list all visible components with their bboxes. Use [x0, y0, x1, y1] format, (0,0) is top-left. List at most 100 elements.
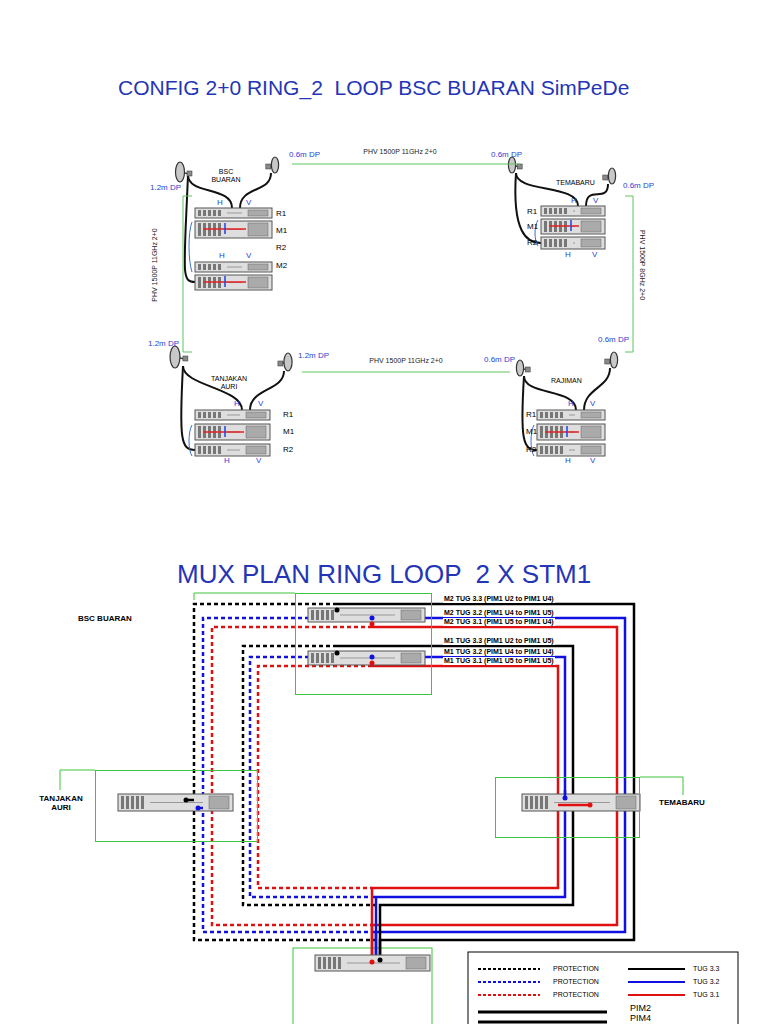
- unit-port: [311, 653, 314, 663]
- polarization: H: [234, 400, 240, 409]
- unit-port: [213, 210, 216, 216]
- dish-reflector: [176, 162, 185, 182]
- site-name: TEMABARU: [556, 179, 595, 187]
- unit-port: [555, 446, 558, 454]
- unit-body: [195, 424, 270, 440]
- protection-path: [243, 646, 380, 905]
- site-frame: BSC BUARAN: [295, 593, 432, 695]
- legend-label: TUG 3.3: [693, 965, 719, 973]
- polarization: V: [593, 197, 598, 206]
- unit-port: [544, 221, 547, 232]
- unit-slot: [554, 802, 610, 803]
- dish-reflector: [170, 346, 180, 368]
- site-name: BSC BUARAN: [78, 615, 132, 624]
- unit-slot: [569, 415, 575, 416]
- feeder-cable: [181, 366, 195, 450]
- site-name: TANJAKAN AURI: [32, 795, 90, 813]
- feeder-cable: [516, 173, 578, 206]
- tap-dot: [378, 958, 383, 963]
- protection-path: [250, 657, 376, 897]
- dish-size: 0.6m DP: [623, 182, 654, 191]
- unit-port: [544, 239, 547, 247]
- radio-link: [292, 164, 520, 165]
- site-bracket: [194, 593, 295, 600]
- radio-unit: [541, 237, 605, 249]
- unit-label: M1: [526, 428, 537, 437]
- unit-body: [541, 237, 605, 249]
- unit-port: [213, 412, 216, 418]
- unit-body: [541, 206, 605, 216]
- dish-size: 1.2m DP: [150, 184, 181, 193]
- polarization: H: [568, 400, 574, 409]
- red-wire: [545, 431, 579, 433]
- unit-label: M2: [276, 262, 287, 271]
- radio-unit: [541, 206, 605, 216]
- unit-port: [560, 446, 563, 454]
- dish-antenna: [508, 157, 522, 173]
- unit-slot: [227, 450, 240, 451]
- legend-box: [468, 952, 738, 1024]
- unit-panel: [406, 957, 426, 969]
- radio-unit: [522, 794, 640, 811]
- dish-odu: [603, 175, 608, 180]
- feeder-cable: [250, 371, 284, 410]
- unit-port: [545, 446, 548, 454]
- unit-port: [321, 610, 324, 620]
- unit-port: [203, 412, 206, 418]
- unit-panel: [581, 446, 601, 454]
- unit-panel: [581, 412, 601, 418]
- dish-odu: [525, 367, 530, 372]
- unit-port: [208, 264, 211, 270]
- unit-port: [136, 796, 139, 809]
- unit-panel: [248, 277, 268, 288]
- dish-antenna: [278, 353, 292, 371]
- radio-unit: [537, 424, 605, 440]
- link-label: PHV 1500P 11GHz 2+0: [362, 148, 437, 156]
- polarization: V: [246, 199, 251, 208]
- radio-unit: [537, 410, 605, 420]
- link-bracket: [189, 222, 192, 272]
- page-title: CONFIG 2+0 RING_2 LOOP BSC BUARAN SimPeD…: [118, 76, 629, 99]
- unit-port: [208, 412, 211, 418]
- unit-slot: [227, 415, 240, 416]
- legend-sample: [478, 981, 540, 983]
- unit-slot: [573, 243, 575, 244]
- dish-odu: [517, 164, 522, 169]
- unit-panel: [209, 796, 229, 809]
- unit-port: [198, 446, 201, 454]
- dish-antenna: [605, 352, 618, 368]
- pim-label: PIM2: [630, 1004, 651, 1014]
- site-bracket: [60, 770, 95, 790]
- link-label: PHV 1500P 11GHz 2+0: [151, 227, 159, 302]
- unit-port: [198, 223, 201, 236]
- working-path: [372, 657, 565, 956]
- dish-reflector: [271, 157, 278, 173]
- legend-sample: [478, 968, 540, 970]
- unit-port: [535, 796, 538, 809]
- dish-size: 1.2m DP: [298, 352, 329, 361]
- dish-antenna: [266, 157, 279, 173]
- radio-unit: [195, 275, 272, 290]
- radio-unit: [195, 262, 272, 272]
- unit-label: R2: [527, 239, 537, 248]
- unit-label: R2: [283, 446, 293, 455]
- polarization: H: [571, 197, 577, 206]
- channel-label: M2 TUG 3.1 (PIM1 U5 to PIM1 U4): [443, 618, 555, 626]
- unit-label: R2: [276, 244, 286, 253]
- unit-port: [550, 446, 553, 454]
- site-name: TEMABARU: [659, 799, 705, 808]
- polarization: H: [217, 199, 223, 208]
- unit-port: [203, 210, 206, 216]
- polarization: H: [224, 457, 230, 466]
- unit-port: [328, 957, 331, 969]
- legend-label: PROTECTION: [553, 978, 599, 986]
- blue-wire: [224, 276, 226, 287]
- unit-port: [540, 796, 543, 809]
- dish-size: 1.2m DP: [148, 340, 179, 349]
- dish-antenna: [170, 346, 188, 368]
- unit-port: [218, 210, 221, 216]
- radio-unit: [195, 410, 270, 420]
- polarization: V: [590, 400, 595, 409]
- legend-label: PROTECTION: [553, 965, 599, 973]
- site-name: TANJAKAN AURI: [208, 375, 250, 390]
